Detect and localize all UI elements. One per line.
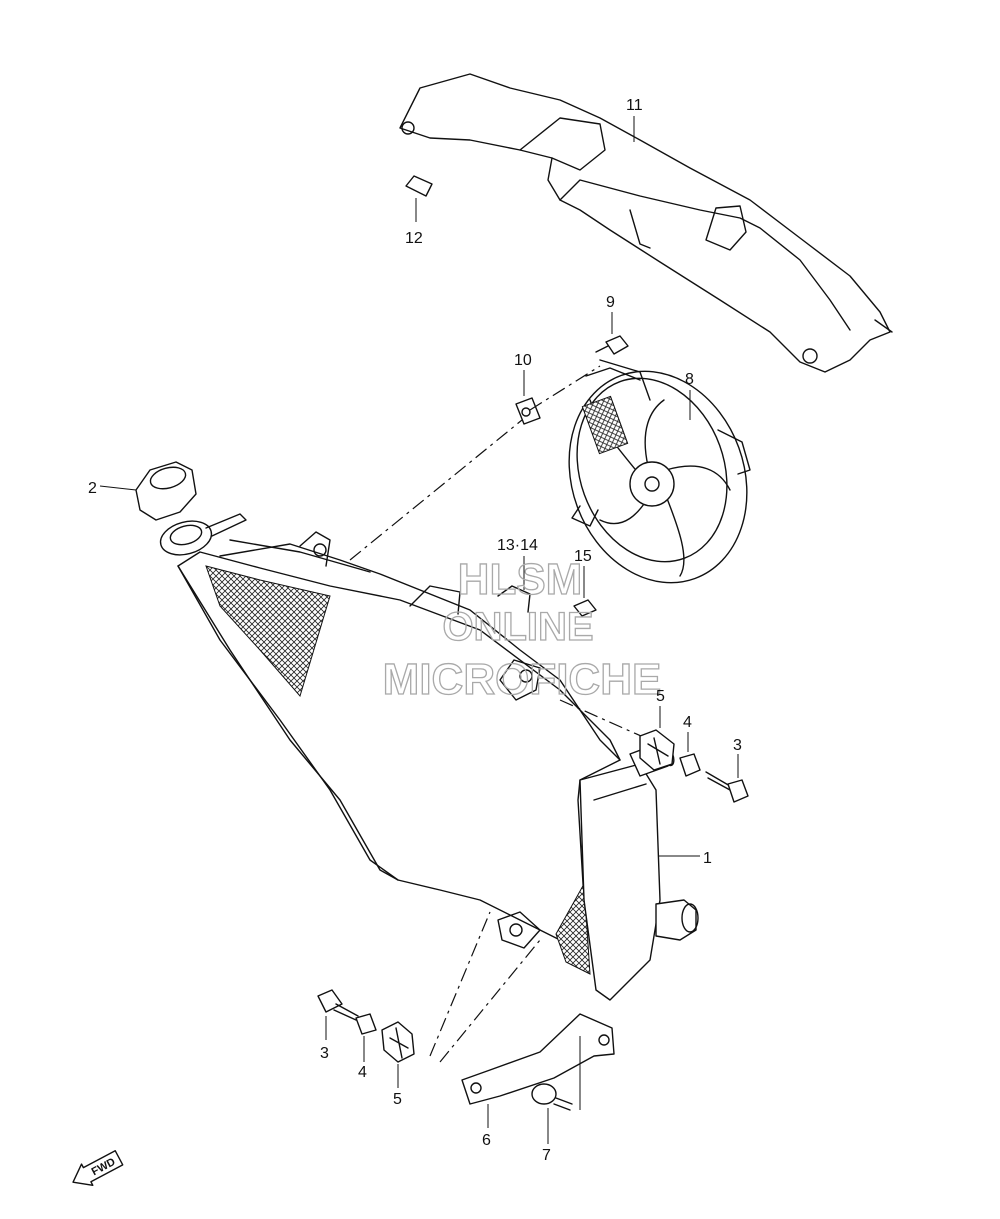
radiator-cap-part-2: [99, 461, 197, 521]
bracket-part-13-14: [497, 556, 531, 613]
label-part-4-upper: 4: [683, 714, 692, 731]
grommet-part-5-lower: [381, 1021, 415, 1088]
label-part-3-lower: 3: [320, 1045, 329, 1062]
label-part-5-upper: 5: [656, 688, 665, 705]
nut-part-10: [515, 370, 541, 425]
label-part-2: 2: [88, 480, 97, 497]
pad-part-12: [405, 175, 433, 222]
label-part-6: 6: [482, 1132, 491, 1149]
bolt-part-15: [573, 566, 597, 617]
bolt-part-3-upper: [705, 754, 749, 803]
grommet-part-5-upper: [639, 706, 675, 771]
label-part-5-lower: 5: [393, 1091, 402, 1108]
forward-arrow-icon: FWD: [72, 1150, 124, 1186]
label-part-9: 9: [606, 294, 615, 311]
assembly-lines: [349, 365, 651, 1063]
label-part-3-upper: 3: [733, 737, 742, 754]
label-part-12: 12: [405, 230, 423, 247]
label-part-8: 8: [685, 371, 694, 388]
label-part-15: 15: [574, 548, 592, 565]
label-part-1: 1: [703, 850, 712, 867]
bracket-part-6: [461, 1013, 615, 1128]
label-part-10: 10: [514, 352, 532, 369]
cooling-fan-part-8: [568, 359, 751, 584]
bolt-part-7: [531, 1036, 581, 1144]
label-part-4-lower: 4: [358, 1064, 367, 1081]
watermark: HLSM ONLINE MICROFICHE: [382, 554, 662, 704]
label-part-13-14: 13·14: [497, 537, 538, 554]
radiator-part-1: [159, 513, 700, 1001]
watermark-line-1: HLSM: [458, 555, 583, 604]
bolt-part-3-lower: [317, 989, 359, 1040]
part-labels: 11 12 9 10 8 2 13·14 15 5 4 3 1 3 4 5 6 …: [88, 97, 742, 1164]
watermark-line-2: ONLINE: [442, 605, 593, 649]
collar-part-4-lower: [355, 1013, 377, 1062]
label-part-11: 11: [626, 97, 643, 114]
bolt-part-9: [595, 312, 629, 355]
label-part-7: 7: [542, 1147, 551, 1164]
radiator-cover-part-11: [399, 73, 893, 373]
collar-part-4-upper: [679, 732, 701, 777]
watermark-line-3: MICROFICHE: [383, 655, 662, 704]
